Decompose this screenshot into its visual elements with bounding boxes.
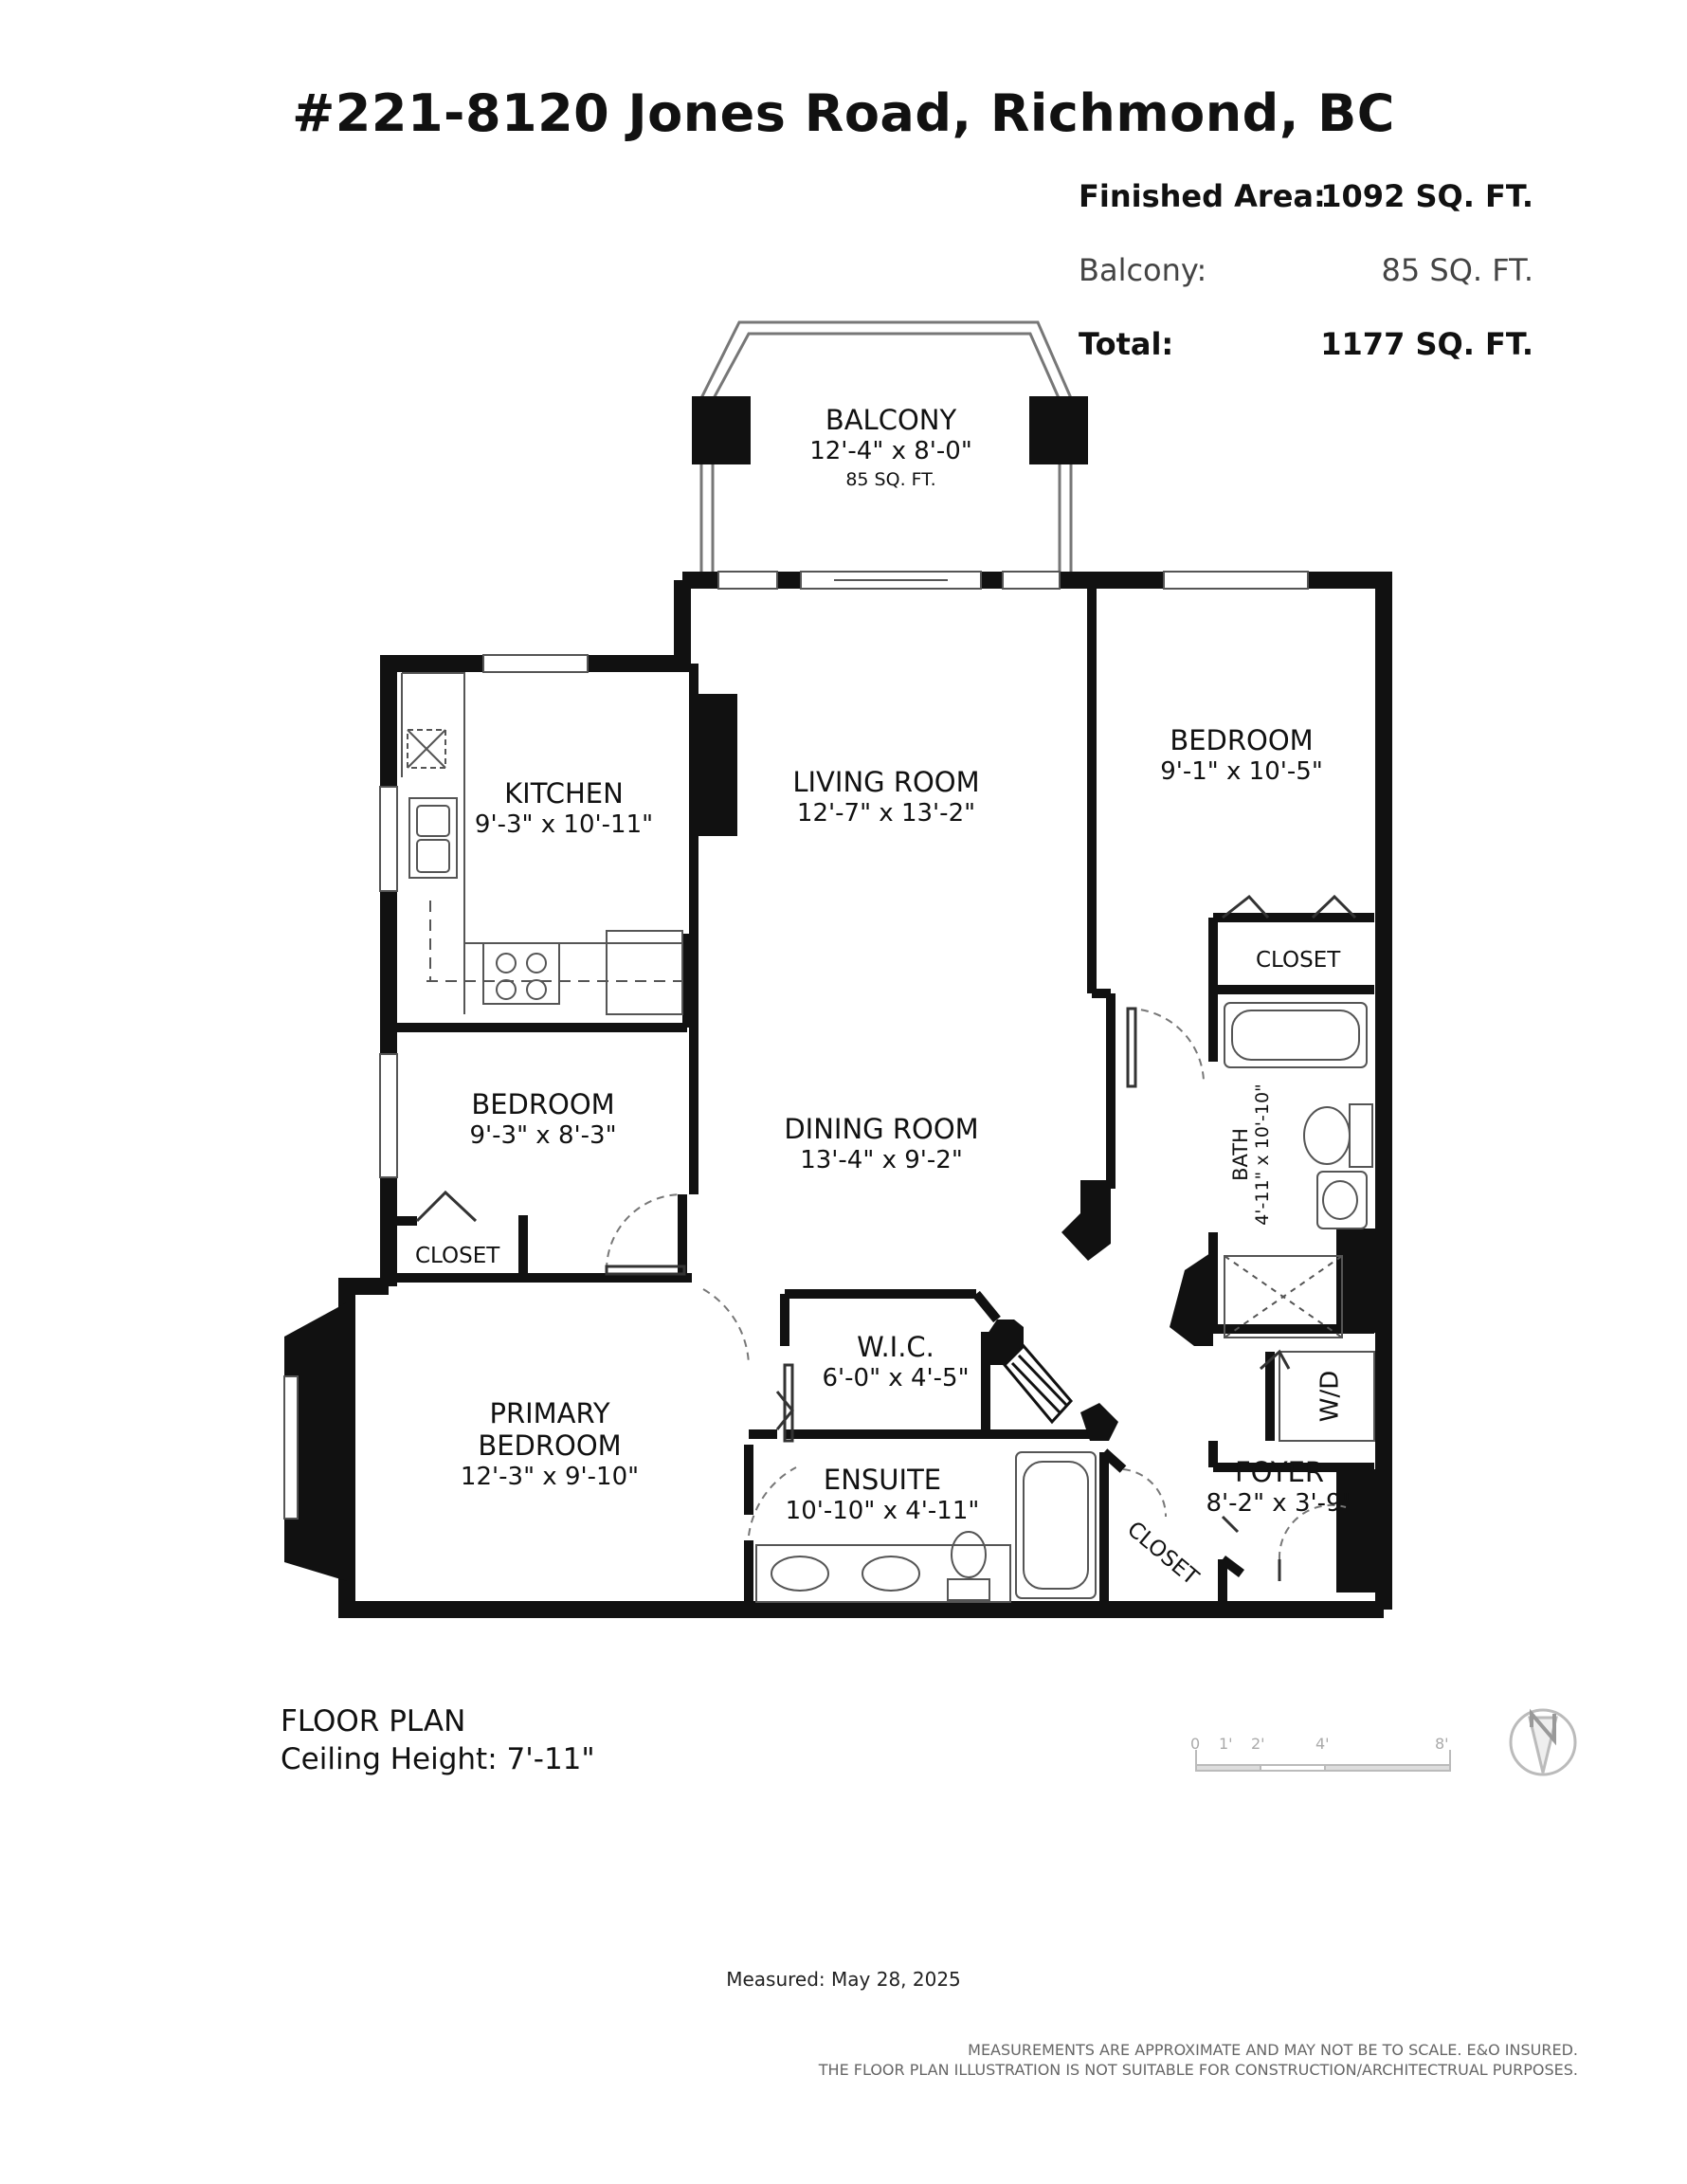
bath-fixtures	[1224, 1002, 1375, 1442]
bedroom-left-dims: 9'-3" x 8'-3"	[469, 1121, 617, 1150]
living-room-name: LIVING ROOM	[792, 766, 980, 798]
bedroom-left-name: BEDROOM	[471, 1088, 615, 1120]
dining-room-label: DINING ROOM 13'-4" x 9'-2"	[758, 1113, 1005, 1175]
total-area-row: Total: 1177 SQ. FT.	[1079, 326, 1533, 373]
bay-window	[283, 1302, 349, 1581]
vent-hatched	[1002, 1343, 1074, 1425]
wic-label: W.I.C. 6'-0" x 4'-5"	[806, 1331, 986, 1393]
bath-dims: 4'-11" x 10'-10"	[1252, 1083, 1273, 1226]
bath-label: BATH 4'-11" x 10'-10"	[1229, 1069, 1273, 1240]
kitchen-dims: 9'-3" x 10'-11"	[474, 810, 654, 839]
page-title: #221-8120 Jones Road, Richmond, BC	[292, 83, 1395, 143]
scale-bar	[1195, 1750, 1451, 1772]
closet-doors	[415, 894, 1357, 1430]
kitchen-name: KITCHEN	[504, 777, 624, 810]
primary-bedroom-name-1: PRIMARY	[489, 1397, 610, 1429]
foyer-dims: 8'-2" x 3'-9"	[1206, 1489, 1353, 1518]
balcony-name: BALCONY	[825, 404, 957, 436]
total-area-value: 1177 SQ. FT.	[1320, 326, 1533, 362]
foyer-label: FOYER 8'-2" x 3'-9"	[1185, 1456, 1374, 1519]
balcony-area-row: Balcony: 85 SQ. FT.	[1079, 252, 1533, 300]
interior-walls	[389, 580, 1374, 1610]
ensuite-name: ENSUITE	[823, 1464, 942, 1496]
primary-bedroom-label: PRIMARY BEDROOM 12'-3" x 9'-10"	[445, 1397, 654, 1492]
north-compass-icon	[1509, 1708, 1577, 1776]
bedroom-right-name: BEDROOM	[1170, 724, 1314, 756]
finished-area-value: 1092 SQ. FT.	[1320, 178, 1533, 214]
ensuite-dims: 10'-10" x 4'-11"	[785, 1497, 980, 1525]
finished-area-label: Finished Area:	[1079, 178, 1326, 214]
kitchen-fixtures	[401, 672, 683, 1015]
finished-area-row: Finished Area: 1092 SQ. FT.	[1079, 178, 1533, 226]
dining-room-name: DINING ROOM	[784, 1113, 979, 1145]
scale-tick-4: 4'	[1315, 1735, 1330, 1753]
balcony-area-label: Balcony:	[1079, 252, 1207, 288]
scale-tick-0: 0	[1190, 1735, 1201, 1753]
disclaimer: MEASUREMENTS ARE APPROXIMATE AND MAY NOT…	[819, 2040, 1578, 2080]
ensuite-label: ENSUITE 10'-10" x 4'-11"	[773, 1464, 991, 1526]
primary-bedroom-name-2: BEDROOM	[478, 1429, 622, 1462]
bedroom-right-dims: 9'-1" x 10'-5"	[1160, 757, 1323, 786]
living-room-label: LIVING ROOM 12'-7" x 13'-2"	[768, 766, 1005, 828]
balcony-column-right	[1029, 396, 1088, 464]
balcony-area-value: 85 SQ. FT.	[1381, 252, 1534, 288]
primary-bedroom-dims: 12'-3" x 9'-10"	[460, 1463, 640, 1491]
closet-left-label: CLOSET	[415, 1244, 500, 1268]
bedroom-right-label: BEDROOM 9'-1" x 10'-5"	[1137, 724, 1346, 787]
wic-name: W.I.C.	[857, 1331, 934, 1363]
scale-tick-8: 8'	[1435, 1735, 1449, 1753]
balcony-dims: 12'-4" x 8'-0"	[809, 437, 972, 465]
total-area-label: Total:	[1079, 326, 1174, 362]
measured-date: Measured: May 28, 2025	[726, 1968, 961, 1991]
bedroom-left-label: BEDROOM 9'-3" x 8'-3"	[444, 1088, 643, 1151]
scale-tick-2: 2'	[1251, 1735, 1265, 1753]
wd-label: W/D	[1315, 1370, 1345, 1423]
ensuite-fixtures	[755, 1451, 1097, 1603]
door-swings	[606, 1007, 1347, 1560]
bath-name: BATH	[1229, 1128, 1252, 1181]
dining-room-dims: 13'-4" x 9'-2"	[800, 1146, 963, 1174]
scale-tick-1: 1'	[1219, 1735, 1233, 1753]
kitchen-label: KITCHEN 9'-3" x 10'-11"	[464, 777, 663, 840]
balcony-sqft: 85 SQ. FT.	[845, 469, 936, 490]
living-room-dims: 12'-7" x 13'-2"	[796, 799, 976, 828]
floor-plan-label: FLOOR PLAN	[281, 1704, 466, 1738]
floor-plan-caption: FLOOR PLAN Ceiling Height: 7'-11"	[281, 1702, 595, 1778]
balcony-label: BALCONY 12'-4" x 8'-0" 85 SQ. FT.	[796, 404, 986, 493]
closet-right-label: CLOSET	[1256, 948, 1341, 973]
foyer-name: FOYER	[1234, 1456, 1325, 1488]
ceiling-height: Ceiling Height: 7'-11"	[281, 1742, 595, 1776]
wic-dims: 6'-0" x 4'-5"	[822, 1364, 970, 1392]
disclaimer-line-2: THE FLOOR PLAN ILLUSTRATION IS NOT SUITA…	[818, 2061, 1578, 2079]
exterior-windows	[379, 571, 1309, 1178]
disclaimer-line-1: MEASUREMENTS ARE APPROXIMATE AND MAY NOT…	[968, 2041, 1578, 2059]
balcony-column-left	[692, 396, 751, 464]
